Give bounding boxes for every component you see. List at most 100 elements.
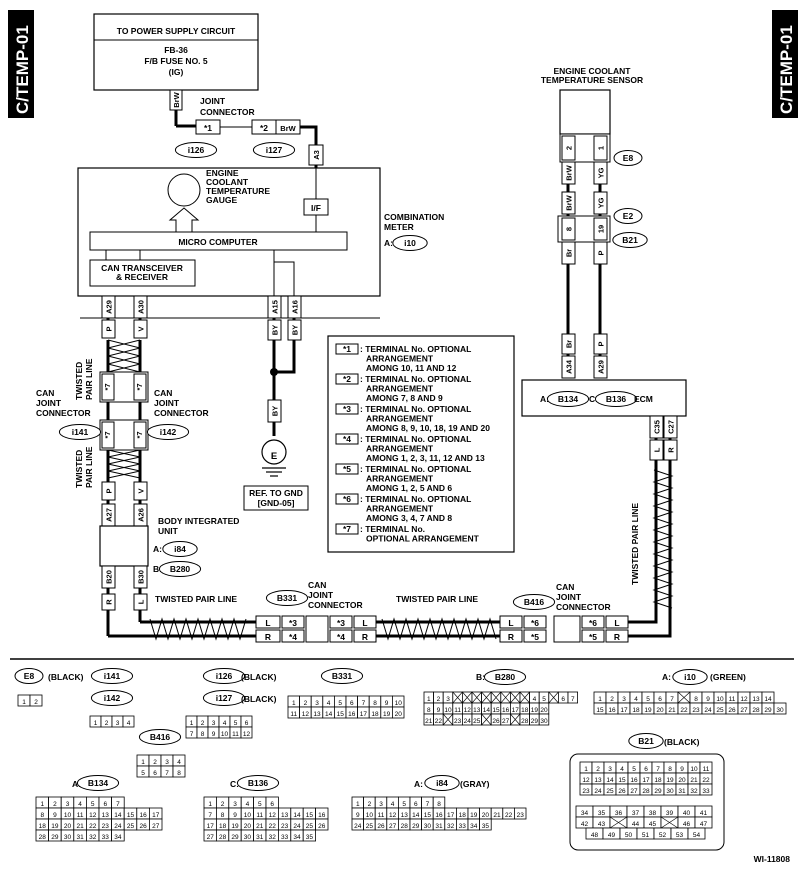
grid-i10-pin: 24 xyxy=(704,707,712,714)
grid-b331-pin: 15 xyxy=(337,711,345,718)
grid-b136-pin: 11 xyxy=(256,812,263,819)
grid-i10-pin: 4 xyxy=(634,696,638,703)
grid-b136-pin: 5 xyxy=(258,801,262,808)
grid-i10-pin: 17 xyxy=(620,707,628,714)
grid-b280-blank xyxy=(462,691,473,704)
b416-l2: L xyxy=(614,618,619,628)
grid-b21-top-pin: 3 xyxy=(608,766,612,773)
grid-i84-pin: 28 xyxy=(401,823,409,830)
conn-b280-oval xyxy=(483,669,527,685)
conn-i127-oval xyxy=(202,690,246,706)
wire-by2-tag-box xyxy=(287,319,302,341)
wire-p-tag2-r-box xyxy=(593,333,608,355)
grid-b21-mid-pin: 38 xyxy=(649,810,657,817)
grid-b21-mid-pin: 35 xyxy=(598,810,606,817)
b331-label: CAN xyxy=(308,580,326,590)
grid-b134-pin: 20 xyxy=(64,823,72,830)
grid-b136-pin: 21 xyxy=(256,823,264,830)
legend-key-box xyxy=(335,463,359,475)
grid-b21-top-pin: 23 xyxy=(582,788,590,795)
legend-text: ARRANGEMENT xyxy=(366,444,434,454)
grid-b416-cell xyxy=(172,765,186,778)
grid-b280-cell xyxy=(567,691,579,704)
grid-b134-pin: 6 xyxy=(103,801,107,808)
gauge-arrow xyxy=(168,207,200,233)
grid-b136-pin: 15 xyxy=(306,812,314,819)
conn-b134-id: B134 xyxy=(88,778,109,788)
grid-b280-pin: 26 xyxy=(492,718,500,725)
ecm-pin-c27-label: C27 xyxy=(667,420,676,434)
legend-text: : TERMINAL No. xyxy=(360,524,425,534)
grid-b134-cell xyxy=(148,818,163,831)
gauge-label: GAUGE xyxy=(206,195,238,205)
grid-b134-pin: 27 xyxy=(152,823,160,830)
grid-i10-pin: 19 xyxy=(644,707,652,714)
conn-b21-oval xyxy=(628,733,664,749)
e2-pin19-box xyxy=(593,217,608,241)
grid-b416-pin: 6 xyxy=(153,770,157,777)
twist-bottom-mid xyxy=(381,617,497,641)
grid-b136-pin: 13 xyxy=(281,812,289,819)
grid-b280-pin: 16 xyxy=(502,707,510,714)
grid-b280-blank xyxy=(490,691,502,704)
grid-i10-pin: 5 xyxy=(646,696,650,703)
biu-label: BODY INTEGRATED xyxy=(158,516,239,526)
grid-b136-pin: 33 xyxy=(281,834,289,841)
sensor-e8-id: E8 xyxy=(623,153,634,163)
wire-by-join xyxy=(274,364,296,374)
conn-i126-color: (BLACK) xyxy=(241,672,277,682)
grid-b280-blank xyxy=(500,691,511,704)
biu-label: UNIT xyxy=(158,526,179,536)
side-tab-bg xyxy=(772,10,798,118)
wire-ecm-l-tag-label: L xyxy=(653,447,662,452)
grid-b21-mid2-pin: 43 xyxy=(598,821,606,828)
b331-mid xyxy=(305,615,329,643)
b331-pin3: *3 xyxy=(289,618,297,628)
grid-b136-pin: 26 xyxy=(318,823,326,830)
grid-i127-pin: 7 xyxy=(190,731,194,738)
grid-i84-pin: 29 xyxy=(412,823,420,830)
grid-b136-pin: 32 xyxy=(269,834,277,841)
joint-pin2: *2 xyxy=(260,123,268,133)
side-tab-text: C/TEMP-01 xyxy=(777,25,796,114)
wire-ecm-r-tag-box xyxy=(663,439,678,461)
grid-i84-pin: 16 xyxy=(435,812,443,819)
b416-pin5b: *5 xyxy=(589,632,597,642)
grid-b280-pin: 23 xyxy=(454,718,462,725)
legend-key-box xyxy=(335,403,359,415)
grid-b21-top-pin: 5 xyxy=(632,766,636,773)
grid-b136-pin: 12 xyxy=(269,812,277,819)
conn-e8-color: (BLACK) xyxy=(48,672,84,682)
b416-pin6: *6 xyxy=(531,618,539,628)
grid-b280-pin: 28 xyxy=(521,718,529,725)
grid-i84-pin: 23 xyxy=(517,812,525,819)
conn-b134-prefix: A: xyxy=(72,779,81,789)
grid-i84-pin: 6 xyxy=(414,801,418,808)
grid-b280-pin: 6 xyxy=(561,696,565,703)
grid-b136-pin: 17 xyxy=(207,823,215,830)
grid-b134-pin: 23 xyxy=(102,823,110,830)
conn-i84-prefix: A: xyxy=(414,779,423,789)
grid-b136-cell xyxy=(302,829,317,842)
twisted-label-a: TWISTED xyxy=(74,362,84,400)
biu-prefix-b: B: xyxy=(153,564,162,574)
legend-key: *2 xyxy=(343,374,351,384)
legend-key: *1 xyxy=(343,344,351,354)
b416-pin6b: *6 xyxy=(589,618,597,628)
grid-b21-top-pin: 2 xyxy=(596,766,600,773)
ecm-pin-a34-box xyxy=(561,355,576,379)
can-joint-left-label: CAN xyxy=(36,388,54,398)
grid-b136-pin: 6 xyxy=(270,801,274,808)
grid-i127-pin: 10 xyxy=(221,731,229,738)
grid-i84-pin: 27 xyxy=(389,823,397,830)
can-star-box xyxy=(101,421,115,449)
can-transceiver: CAN TRANSCEIVER xyxy=(101,263,183,273)
b416-label: JOINT xyxy=(556,592,582,602)
legend-key-box xyxy=(335,343,359,355)
grid-i10-pin: 3 xyxy=(622,696,626,703)
grid-b280-pin: 9 xyxy=(437,707,441,714)
b331-pin4b: *4 xyxy=(337,632,345,642)
conn-i126-oval xyxy=(202,668,246,684)
grid-b280-blank xyxy=(510,691,521,704)
